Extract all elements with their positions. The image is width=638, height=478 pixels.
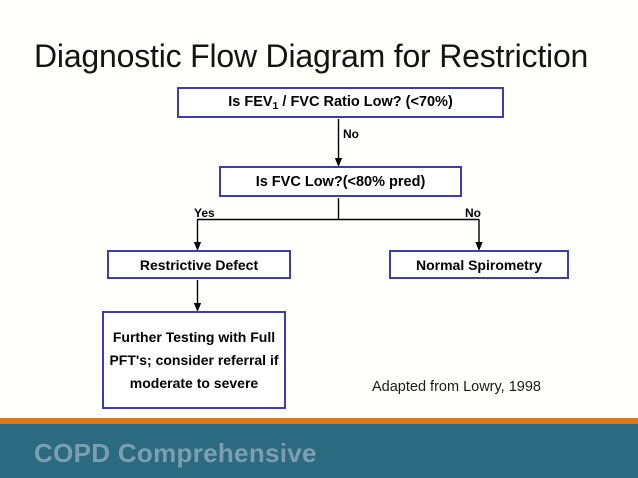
edge-label-fvc-no: No (465, 206, 481, 220)
page-title: Diagnostic Flow Diagram for Restriction (34, 38, 589, 74)
flow-node-further-testing-label: Further Testing with Full PFT's; conside… (109, 328, 279, 391)
flow-node-normal-spirometry: Normal Spirometry (389, 250, 569, 279)
flow-node-fvc-low-label: Is FVC Low?(<80% pred) (255, 173, 426, 190)
footer-title: COPD Comprehensive (34, 438, 317, 468)
flow-node-restrictive-defect-label: Restrictive Defect (139, 256, 259, 273)
flow-node-fev-ratio-label: Is FEV1 / FVC Ratio Low? (<70%) (228, 93, 453, 112)
flow-node-fvc-low: Is FVC Low?(<80% pred) (219, 166, 462, 197)
flow-node-fev-ratio: Is FEV1 / FVC Ratio Low? (<70%) (177, 87, 504, 118)
flow-node-normal-spirometry-label: Normal Spirometry (415, 256, 543, 273)
flow-node-further-testing: Further Testing with Full PFT's; conside… (102, 311, 286, 409)
footer-accent-stripe (0, 418, 638, 424)
flow-node-restrictive-defect: Restrictive Defect (107, 250, 291, 279)
edge-label-fvc-yes: Yes (194, 206, 215, 220)
attribution-text: Adapted from Lowry, 1998 (372, 379, 541, 395)
edge-label-fev-to-fvc-no: No (343, 127, 359, 141)
footer-banner: COPD Comprehensive (0, 418, 638, 478)
footer-band: COPD Comprehensive (0, 424, 638, 478)
